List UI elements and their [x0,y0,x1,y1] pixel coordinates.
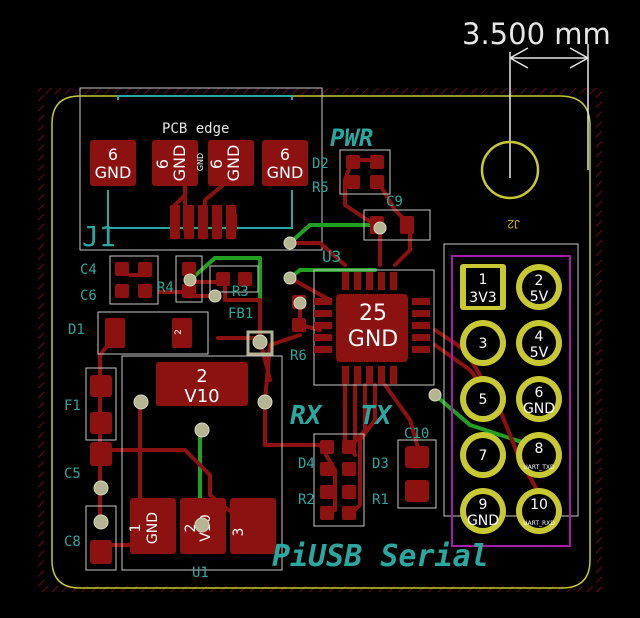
usb-pad-1[interactable] [90,140,136,186]
ref-fb1: FB1 [228,306,253,322]
header-pin-8-net: UART_TXD [523,464,555,471]
ref-c6: C6 [80,288,97,304]
u3-pad-net: GND [348,327,398,352]
header-pin-10-net: UART_RXD [523,520,555,527]
header-pin-4-hole [522,326,556,360]
usb-overlap-text: GND [196,153,205,171]
mounting-hole[interactable] [480,140,540,200]
ref-rx: RX [290,401,324,431]
usb-pad-4[interactable] [262,140,308,186]
header-pin-1-num: 1 [479,272,488,288]
header-pin-7-num: 7 [479,448,488,464]
board-outline [51,95,591,589]
u1-p2-num: 2 [183,524,199,533]
ref-c8: C8 [64,534,81,550]
ref-c5: C5 [64,466,81,482]
usb-pads: 6 GND 6 GND GND 6 GND 6 GND [90,140,308,186]
usb-pad-2-num: 6 [153,159,172,169]
header-pin-4-num: 4 [535,329,544,345]
header-pin-2-num: 2 [535,273,544,289]
usb-pad-3-net: GND [224,145,243,182]
usb-signal-pads [170,205,236,239]
header-pin-10-hole [522,494,556,528]
u3-chip[interactable]: 25 GND [314,272,430,384]
ref-r5: R5 [312,180,329,196]
header-pin-3-num: 3 [479,336,488,352]
ref-c4: C4 [80,262,97,278]
smd-passives [90,155,429,564]
header-pin-1-net: 3V3 [469,290,496,306]
pcb-edge-label: PCB edge [162,121,229,137]
header-pin-5-num: 5 [479,392,488,408]
ref-r6: R6 [290,348,307,364]
header-pin-6-net: GND [523,401,555,417]
u1-regulator[interactable]: 2 V10 1 GND 2 V10 3 [128,362,276,554]
ref-d1: D1 [68,322,85,338]
ref-u3: U3 [322,247,341,266]
ref-d4: D4 [298,456,315,472]
header-pin-9-num: 9 [479,497,488,513]
u1-tab-net: V10 [184,386,219,407]
ref-r1: R1 [372,492,389,508]
header-pin-2-net: 5V [530,289,549,305]
usb-pad-2-net: GND [170,145,189,182]
ref-r2: R2 [298,492,315,508]
ref-f1: F1 [64,398,81,414]
header-pin-10-num: 10 [530,497,548,513]
keepout-hatch [38,88,602,592]
usb-pad-1-num: 6 [108,145,118,164]
header-pin-6-num: 6 [535,385,544,401]
header-pin-3-hole [466,326,500,360]
u1-p1-net: GND [145,512,161,544]
ref-r3: R3 [232,284,249,300]
ref-j1: J1 [82,220,116,253]
header-pin-5-hole [466,382,500,416]
dimension-annotation [509,44,589,178]
usb-pad-3-num: 6 [207,159,226,169]
vias [93,221,442,533]
ref-pwr: PWR [330,124,373,152]
header-pin-8-num: 8 [535,441,544,457]
header-pin-8-hole [522,438,556,472]
header-pin-6-hole [522,382,556,416]
ref-tx: TX [360,401,394,431]
board-title: PiUSB Serial [272,539,489,574]
ref-c10: C10 [404,426,429,442]
header-pin-4-net: 5V [530,345,549,361]
ref-c9: C9 [386,194,403,210]
ref-d3: D3 [372,456,389,472]
usb-pad-2[interactable] [152,140,198,186]
dimension-value: 3.500 mm [462,17,611,51]
usb-pad-4-net: GND [267,163,304,182]
ref-d2: D2 [312,156,329,172]
d1-pad-num: 2 [174,329,184,335]
u1-p1-num: 1 [128,524,144,533]
usb-pad-4-num: 6 [280,145,290,164]
j1-connector-outline [79,87,323,251]
usb-pad-1-net: GND [95,163,132,182]
usb-pad-3[interactable] [208,140,254,186]
u1-p3-num: 3 [231,528,247,537]
pin-header: 1 3V3 [451,255,571,547]
u3-pad-num: 25 [359,301,387,326]
ref-u1: U1 [192,565,209,581]
header-pin-2-hole [522,270,556,304]
header-pin-9-net: GND [467,513,499,529]
header-pin-7-hole [466,438,500,472]
courtyards [85,149,579,571]
fb1-pad[interactable] [246,330,274,356]
ref-r4: R4 [157,280,174,296]
silk-labels: J1 PWR D2 R5 C9 U3 C4 C6 R4 R3 FB1 D1 R6… [64,124,489,581]
j2-label: J2 [507,217,520,231]
u1-tab-num: 2 [196,366,207,387]
header-pin-9-hole [466,494,500,528]
